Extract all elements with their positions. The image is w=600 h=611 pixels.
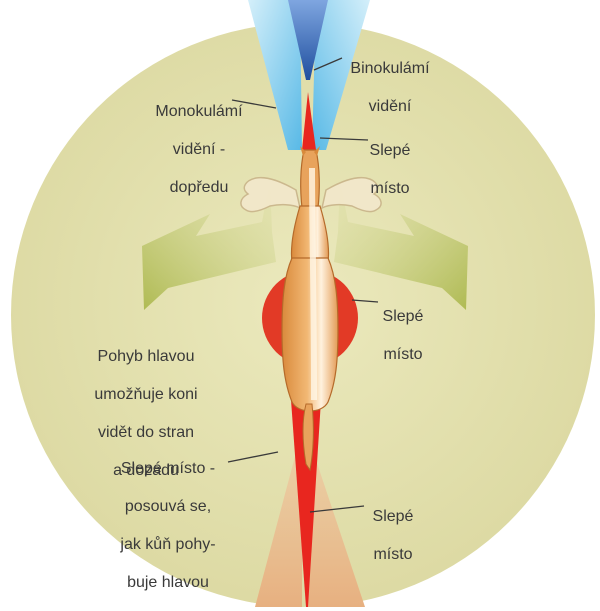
label-blind-rear-line1: Slepé: [362, 507, 424, 526]
label-monocular-line3: dopředu: [144, 178, 254, 197]
label-blind-rear-line2: místo: [362, 545, 424, 564]
label-monocular-vision: Monokulámí vidění - dopředu: [144, 83, 254, 216]
label-blind-spot-rear: Slepé místo: [362, 488, 424, 583]
label-binocular-line2: vidění: [342, 97, 438, 116]
label-blind-spot-front: Slepé místo: [360, 122, 420, 217]
label-blind-spot-body: Slepé místo: [372, 288, 434, 383]
label-blind-front-line1: Slepé: [360, 141, 420, 160]
label-head-movement-line1: Pohyb hlavou: [76, 347, 216, 366]
label-blind-moving-line2: posouvá se,: [104, 497, 232, 516]
label-blind-front-line2: místo: [360, 179, 420, 198]
label-monocular-line1: Monokulámí: [144, 102, 254, 121]
label-blind-moving-line1: Slepé místo -: [104, 459, 232, 478]
label-blind-body-line2: místo: [372, 345, 434, 364]
label-blind-spot-moving: Slepé místo - posouvá se, jak kůň pohy- …: [104, 440, 232, 611]
label-head-movement-line2: umožňuje koni: [76, 385, 216, 404]
label-blind-body-line1: Slepé: [372, 307, 434, 326]
label-binocular-vision: Binokulámí vidění: [342, 40, 438, 135]
label-binocular-line1: Binokulámí: [342, 59, 438, 78]
label-blind-moving-line3: jak kůň pohy-: [104, 535, 232, 554]
label-monocular-line2: vidění -: [144, 140, 254, 159]
label-blind-moving-line4: buje hlavou: [104, 573, 232, 592]
